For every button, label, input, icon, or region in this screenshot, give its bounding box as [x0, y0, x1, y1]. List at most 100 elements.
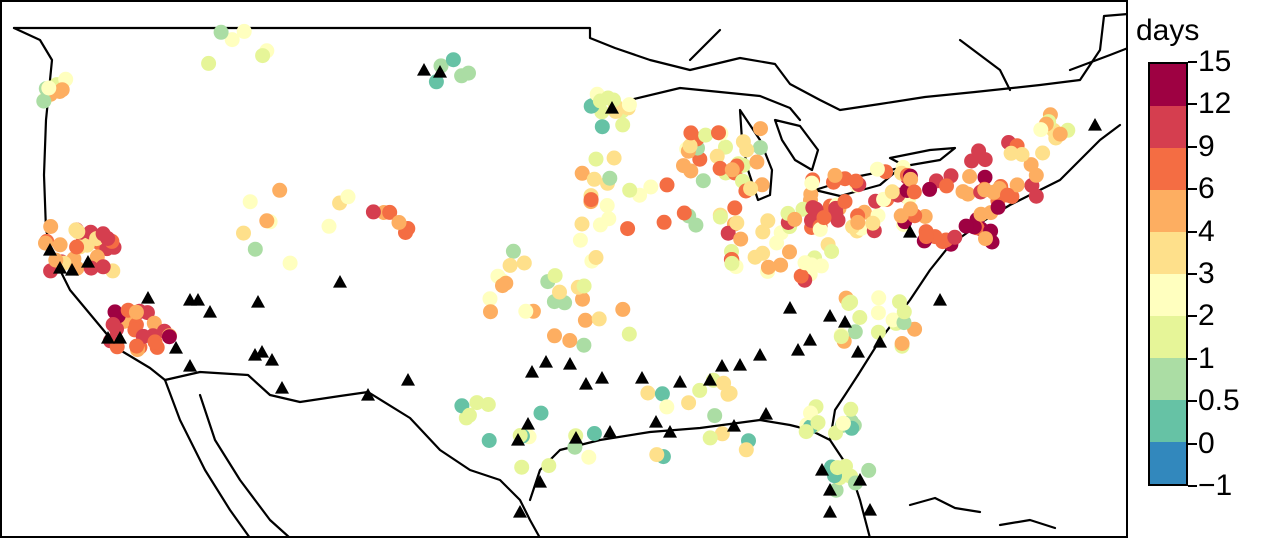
station-circle [676, 205, 692, 221]
colorbar-tick [1188, 145, 1197, 148]
station-circle [861, 462, 877, 478]
colorbar-swatch [1150, 232, 1186, 274]
station-triangle [838, 315, 852, 328]
station-triangle [53, 261, 67, 274]
station-circle [833, 329, 849, 345]
station-circle [95, 259, 111, 275]
colorbar-swatch [1150, 274, 1186, 316]
station-circle [848, 173, 864, 189]
station-circle [754, 177, 770, 193]
station-circle [733, 231, 749, 247]
station-triangle [605, 101, 619, 114]
station-circle [588, 151, 604, 167]
station-triangle [361, 388, 375, 401]
station-triangle [703, 373, 717, 386]
station-circle [236, 23, 252, 39]
colorbar-tick [1188, 442, 1197, 445]
station-triangle [649, 415, 663, 428]
station-circle [676, 158, 691, 174]
station-circle [576, 337, 592, 353]
station-circle [712, 209, 728, 225]
station-circle [259, 213, 275, 229]
station-triangle [1088, 118, 1102, 131]
station-triangle [803, 333, 817, 346]
station-circle [391, 215, 407, 230]
station-triangle [933, 293, 947, 306]
station-circle [683, 125, 699, 141]
station-circles [36, 23, 1076, 498]
station-circle [498, 275, 514, 291]
colorbar-tick [1188, 273, 1197, 275]
colorbar-tick [1188, 315, 1197, 318]
station-circle [588, 250, 604, 265]
station-circle [572, 232, 588, 248]
station-circle [681, 395, 697, 411]
station-triangle [815, 463, 829, 476]
station-circle [990, 199, 1006, 215]
station-triangle [251, 295, 265, 308]
station-triangle [853, 473, 867, 486]
station-circle [977, 169, 993, 185]
station-circle [574, 216, 590, 232]
station-circle [711, 125, 726, 141]
station-circle [620, 221, 636, 237]
station-circle [760, 259, 776, 275]
station-circle [896, 315, 912, 331]
station-circle [812, 222, 828, 237]
station-circle [594, 119, 610, 135]
station-triangle [333, 275, 347, 288]
station-circle [978, 231, 993, 247]
station-triangle [595, 371, 609, 384]
station-circle [505, 243, 521, 259]
station-triangle [733, 358, 747, 371]
station-circle [816, 210, 832, 226]
station-circle [282, 255, 298, 271]
station-circle [870, 305, 886, 321]
station-circle [827, 167, 843, 183]
station-circle [894, 336, 910, 351]
station-circle [129, 338, 145, 354]
station-circle [242, 194, 258, 210]
station-circle [743, 181, 759, 197]
station-circle [870, 324, 886, 340]
station-triangle [635, 371, 649, 384]
station-triangle [183, 359, 197, 372]
station-circle [724, 162, 740, 178]
station-circle [843, 401, 859, 417]
station-circle [445, 52, 461, 68]
station-circle [640, 385, 656, 401]
station-circle [939, 178, 954, 194]
station-triangle [183, 293, 197, 306]
colorbar-tick [1188, 103, 1197, 106]
station-circle [146, 315, 162, 331]
station-triangle [727, 419, 741, 432]
station-circle [850, 214, 866, 230]
station-triangle [525, 365, 539, 378]
station-triangle [81, 255, 95, 268]
station-circle [735, 134, 751, 150]
station-circle [747, 249, 763, 265]
station-triangle [255, 345, 269, 358]
station-triangle [533, 475, 547, 488]
station-triangle [169, 341, 183, 354]
station-circle [547, 268, 563, 284]
station-circle [128, 304, 144, 320]
station-circle [382, 204, 398, 220]
station-triangle [823, 309, 837, 322]
station-circle [752, 140, 768, 156]
station-triangle [603, 425, 617, 438]
colorbar-swatch [1150, 442, 1186, 484]
station-circle [622, 182, 638, 198]
station-circle [922, 181, 938, 197]
colorbar-tick-label: 0 [1198, 426, 1215, 460]
station-circle [255, 48, 271, 64]
station-triangle [417, 63, 431, 76]
station-triangle [101, 331, 115, 344]
colorbar-tick [1188, 230, 1197, 233]
station-circle [576, 278, 592, 294]
station-circle [755, 224, 771, 240]
station-circle [107, 304, 123, 320]
station-circle [461, 407, 477, 423]
colorbar-tick [1188, 357, 1197, 360]
